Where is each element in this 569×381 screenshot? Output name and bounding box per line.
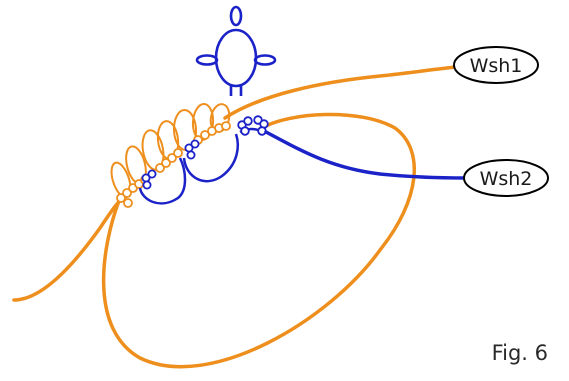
figure-caption: Fig. 6 xyxy=(492,341,548,365)
blue-left-picot xyxy=(197,56,217,65)
blue-knot xyxy=(244,117,252,125)
blue-knot xyxy=(241,127,249,135)
blue-knot xyxy=(148,170,155,177)
wsh1-label-text: Wsh1 xyxy=(470,55,523,77)
blue-floating-ring xyxy=(197,7,275,96)
blue-knot xyxy=(191,140,198,147)
wsh1-thread xyxy=(225,67,456,118)
orange-loop-thread xyxy=(104,114,415,366)
wsh2-thread xyxy=(266,132,466,178)
blue-right-picot xyxy=(255,56,275,65)
wsh2-label: Wsh2 xyxy=(464,160,548,196)
wsh2-label-text: Wsh2 xyxy=(480,168,533,190)
orange-knot xyxy=(222,122,230,130)
blue-large-ring xyxy=(216,30,256,86)
orange-picot-chain xyxy=(108,102,232,199)
blue-top-picot xyxy=(231,7,241,25)
blue-knot xyxy=(187,151,194,158)
blue-knot xyxy=(143,181,150,188)
wsh1-label: Wsh1 xyxy=(454,47,538,83)
orange-knot xyxy=(124,199,132,207)
orange-knot xyxy=(174,149,182,157)
orange-tail-thread xyxy=(14,192,130,300)
